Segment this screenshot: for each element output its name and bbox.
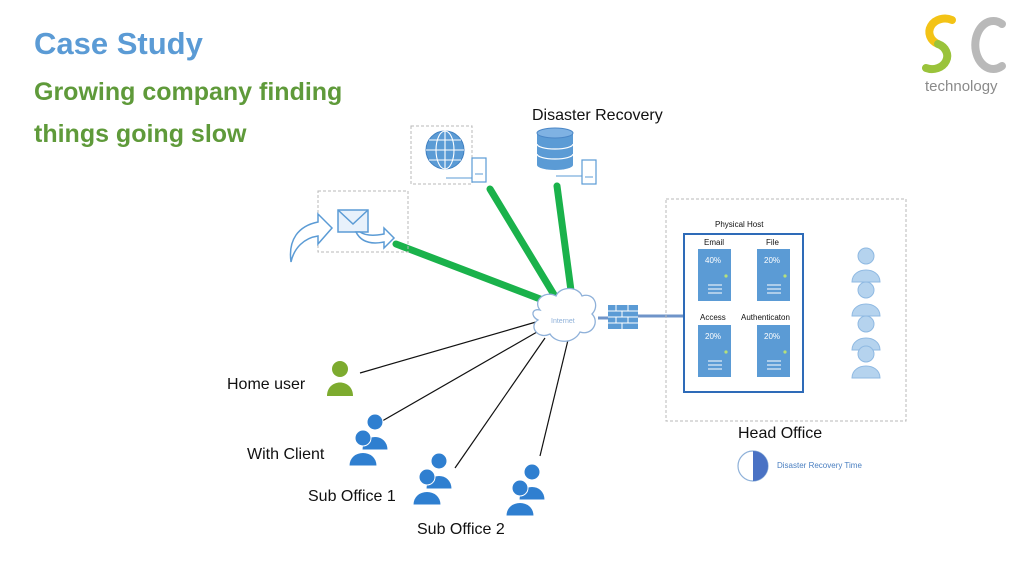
disaster-recovery-label: Disaster Recovery bbox=[532, 107, 663, 124]
server-authentication bbox=[757, 325, 790, 377]
server-load-authentication: 20% bbox=[764, 332, 780, 341]
slide-subtitle-line2: things going slow bbox=[34, 120, 247, 148]
slide-title: Case Study bbox=[34, 26, 203, 61]
web-server-icon bbox=[471, 157, 487, 183]
server-email bbox=[698, 249, 731, 301]
link-home-user bbox=[359, 321, 537, 374]
server-label-email: Email bbox=[704, 238, 724, 247]
logo-s-bottom bbox=[922, 40, 952, 74]
server-label-authentication: Authenticaton bbox=[741, 313, 790, 322]
server-label-access: Access bbox=[700, 313, 726, 322]
physical-host-box bbox=[683, 233, 804, 393]
head-office-box bbox=[665, 198, 907, 422]
link-with-client bbox=[369, 331, 538, 429]
dr-server-icon bbox=[581, 159, 597, 185]
with-client-users-icon bbox=[348, 413, 389, 467]
link-web-internet bbox=[486, 185, 560, 302]
logo-c bbox=[971, 17, 1006, 73]
link-dr-internet bbox=[553, 182, 576, 302]
server-access bbox=[698, 325, 731, 377]
server-file bbox=[757, 249, 790, 301]
head-office-label: Head Office bbox=[738, 425, 823, 442]
firewall-icon bbox=[608, 305, 638, 329]
server-load-access: 20% bbox=[705, 332, 721, 341]
envelope-icon bbox=[337, 209, 369, 233]
server-label-file: File bbox=[766, 238, 779, 247]
internet-label: Internet bbox=[551, 318, 575, 325]
link-sub-office-2 bbox=[539, 339, 569, 457]
legend-pie-fill bbox=[753, 451, 768, 481]
sub-office-1-label: Sub Office 1 bbox=[308, 488, 396, 505]
inbound-arrow-icon bbox=[289, 212, 334, 263]
sub-office-2-label: Sub Office 2 bbox=[417, 521, 505, 538]
sc-logo bbox=[922, 14, 1006, 74]
link-sub-office-1 bbox=[454, 337, 546, 469]
database-icon bbox=[536, 127, 574, 170]
server-load-file: 20% bbox=[764, 256, 780, 265]
sub-office-2-users-icon bbox=[505, 463, 546, 517]
outbound-arrow-icon bbox=[354, 226, 396, 250]
link-email-internet bbox=[392, 240, 552, 306]
head-office-users-icon bbox=[851, 247, 881, 379]
logo-s-top bbox=[925, 14, 956, 48]
legend-label: Disaster Recovery Time bbox=[777, 461, 862, 470]
sub-office-1-users-icon bbox=[412, 452, 453, 506]
web-server-box bbox=[410, 125, 473, 185]
home-user-label: Home user bbox=[227, 376, 306, 393]
home-user-icon bbox=[327, 361, 353, 396]
slide-subtitle-line1: Growing company finding bbox=[34, 78, 343, 106]
logo-text: technology bbox=[925, 78, 998, 95]
internet-cloud-icon bbox=[532, 287, 597, 342]
with-client-label: With Client bbox=[247, 446, 325, 463]
server-load-email: 40% bbox=[705, 256, 721, 265]
physical-host-label: Physical Host bbox=[715, 220, 764, 229]
